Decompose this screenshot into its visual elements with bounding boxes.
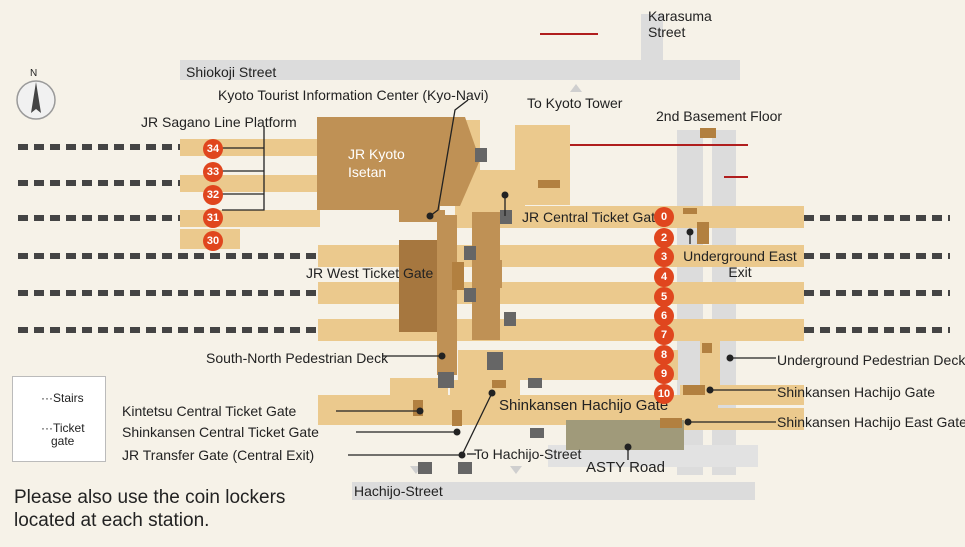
platform-badge-9: 9	[654, 364, 674, 384]
ticket-gates	[413, 128, 716, 428]
coin-locker-note: Please also use the coin lockers located…	[14, 486, 285, 532]
platform-badge-31: 31	[203, 208, 223, 228]
north-arrow-tower	[570, 84, 582, 92]
shinkansen-hachijo-gate-label: Shinkansen Hachijo Gate	[777, 384, 935, 400]
shinkansen-central-gate-label: Shinkansen Central Ticket Gate	[122, 424, 319, 440]
platform-badge-0: 0	[654, 207, 674, 227]
tracks	[18, 144, 950, 333]
south-north-deck-label: South-North Pedestrian Deck	[206, 350, 389, 366]
south-arrow-right	[510, 466, 522, 474]
platform-badge-30: 30	[203, 231, 223, 251]
isetan-building	[317, 117, 440, 210]
platform-badge-5: 5	[654, 287, 674, 307]
platform-badge-32: 32	[203, 185, 223, 205]
shiokoji-street-label: Shiokoji Street	[186, 64, 277, 80]
platform-badge-10: 10	[654, 384, 674, 404]
coin-locker-note-line2: located at each station.	[14, 510, 210, 531]
north-south-deck	[437, 215, 457, 375]
sagano-platform-label: JR Sagano Line Platform	[141, 114, 297, 130]
karasuma-street	[641, 14, 663, 64]
karasuma-street-label: Karasuma Street	[648, 8, 712, 40]
jr-west-gate-label: JR West Ticket Gate	[306, 265, 434, 281]
platform-badge-34: 34	[203, 139, 223, 159]
platform-badge-8: 8	[654, 345, 674, 365]
legend-gate-label-2: gate	[51, 434, 75, 448]
kyo-navi-label: Kyoto Tourist Information Center (Kyo-Na…	[218, 87, 489, 103]
platform-badge-7: 7	[654, 325, 674, 345]
underground-east-exit-label: Underground East Exit	[683, 248, 797, 280]
jr-west-building	[399, 240, 437, 332]
map-legend: ···Stairs ···Ticket gate	[12, 376, 106, 462]
platform-badge-6: 6	[654, 306, 674, 326]
underground-corridor-bottom	[548, 445, 758, 467]
platform-badge-3: 3	[654, 247, 674, 267]
platform-badge-2: 2	[654, 228, 674, 248]
buildings	[317, 117, 684, 450]
to-hachijo-label: To Hachijo-Street	[474, 446, 582, 462]
hachijo-street-label: Hachijo-Street	[354, 483, 443, 499]
isetan-label: JR Kyoto Isetan	[348, 146, 405, 180]
platform-badge-33: 33	[203, 162, 223, 182]
leader-dots	[416, 191, 734, 459]
underground-deck-label: Underground Pedestrian Deck	[777, 352, 965, 368]
to-kyoto-tower-label: To Kyoto Tower	[527, 95, 623, 111]
jr-transfer-gate-label: JR Transfer Gate (Central Exit)	[122, 447, 315, 463]
stairs	[418, 148, 544, 474]
jr-central-gate-label: JR Central Ticket Gate	[522, 209, 663, 225]
second-basement-label: 2nd Basement Floor	[656, 108, 783, 124]
shiokoji-street	[180, 60, 740, 80]
platform-badge-4: 4	[654, 267, 674, 287]
hachijo-street	[352, 482, 755, 500]
asty-road-label: ASTY Road	[586, 459, 665, 476]
compass-icon	[16, 80, 56, 120]
shinkansen-hachijo-gate-center-label: Shinkansen Hachijo Gate	[499, 397, 669, 414]
shinkansen-hachijo-east-gate-label: Shinkansen Hachijo East Gate	[777, 414, 965, 430]
legend-stairs-label: ···Stairs	[41, 391, 84, 405]
kintetsu-gate-label: Kintetsu Central Ticket Gate	[122, 403, 297, 419]
legend-gate-label-1: ···Ticket	[41, 421, 85, 435]
coin-locker-note-line1: Please also use the coin lockers	[14, 487, 286, 508]
compass-north-label: N	[30, 68, 38, 79]
